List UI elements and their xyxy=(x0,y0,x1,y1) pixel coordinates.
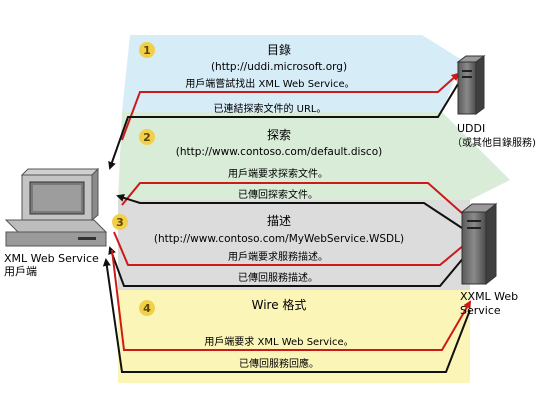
section-2-url: (http://www.contoso.com/default.disco) xyxy=(176,146,382,158)
arrow-uddi-to-client xyxy=(108,83,459,170)
arrow-server-to-client-response xyxy=(102,258,471,373)
arrow-server-to-client-disco xyxy=(116,194,463,229)
section-4-badge: 4 xyxy=(139,300,155,316)
message-8: 已傳回服務回應。 xyxy=(239,357,319,370)
message-4: 已傳回探索文件。 xyxy=(238,188,318,201)
section-1-band xyxy=(122,35,462,112)
section-3-url: (http://www.contoso.com/MyWebService.WSD… xyxy=(154,233,404,245)
message-5: 用戶端要求服務描述。 xyxy=(228,250,328,263)
message-2: 已連結探索文件的 URL。 xyxy=(213,102,326,115)
section-3-badge: 3 xyxy=(112,214,128,230)
section-1-badge: 1 xyxy=(139,42,155,58)
section-2-badge: 2 xyxy=(139,129,155,145)
uddi-label-line1: UDDI xyxy=(457,122,485,135)
uddi-server-icon xyxy=(456,55,486,115)
client-computer-icon xyxy=(4,167,108,247)
server-label-line2: Service xyxy=(460,304,501,317)
arrow-client-to-server-request xyxy=(111,249,472,351)
client-label-line1: XML Web Service xyxy=(4,252,99,265)
section-2-band xyxy=(118,112,510,200)
message-7: 用戶端要求 XML Web Service。 xyxy=(204,335,353,348)
svg-text:1: 1 xyxy=(143,44,151,57)
svg-text:2: 2 xyxy=(143,131,151,144)
section-2-title: 探索 xyxy=(267,128,291,142)
section-1-title: 目錄 xyxy=(267,42,291,57)
arrow-client-to-server-wsdl xyxy=(113,231,472,266)
message-3: 用戶端要求探索文件。 xyxy=(228,167,328,180)
svg-text:4: 4 xyxy=(143,302,151,315)
section-3-band xyxy=(118,200,470,290)
server-label-line1: XXML Web xyxy=(460,290,518,303)
section-3-title: 描述 xyxy=(267,214,291,228)
client-label-line2: 用戶端 xyxy=(4,265,37,278)
svg-text:3: 3 xyxy=(116,216,124,229)
uddi-label-line2: （或其他目錄服務) xyxy=(452,136,536,149)
message-1: 用戶端嘗試找出 XML Web Service。 xyxy=(185,77,354,90)
section-4-band xyxy=(118,290,470,383)
section-4-title: Wire 格式 xyxy=(252,297,307,312)
arrow-client-to-server-disco xyxy=(121,182,474,224)
section-1-url: (http://uddi.microsoft.org) xyxy=(211,61,347,73)
web-service-server-icon xyxy=(460,202,498,286)
message-6: 已傳回服務描述。 xyxy=(238,271,318,284)
arrow-server-to-client-wsdl xyxy=(108,246,471,287)
